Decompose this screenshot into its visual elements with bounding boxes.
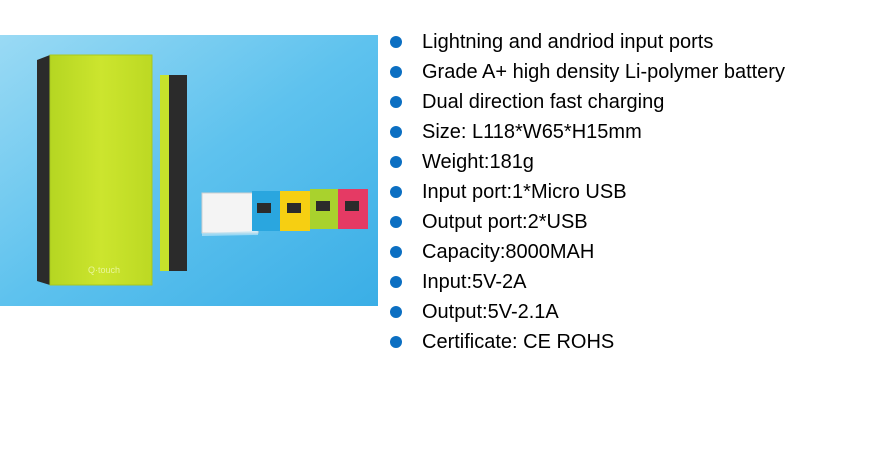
spec-item-input-ports: Lightning and andriod input ports: [390, 27, 785, 57]
spec-text: Size: L118*W65*H15mm: [422, 121, 642, 143]
spec-item-certificate: Certificate: CE ROHS: [390, 327, 785, 357]
product-image: Q·touch: [0, 35, 378, 306]
bullet-icon: [390, 246, 402, 258]
spec-text: Capacity:8000MAH: [422, 241, 595, 263]
bullet-icon: [390, 66, 402, 78]
spec-item-charging: Dual direction fast charging: [390, 87, 785, 117]
spec-text: Output port:2*USB: [422, 211, 588, 233]
power-bank-front: Q·touch: [37, 54, 153, 286]
spec-text: Certificate: CE ROHS: [422, 331, 615, 353]
spec-text: Grade A+ high density Li-polymer battery: [422, 61, 785, 83]
spec-item-capacity: Capacity:8000MAH: [390, 237, 785, 267]
spec-item-output-port: Output port:2*USB: [390, 207, 785, 237]
spec-text: Input port:1*Micro USB: [422, 181, 627, 203]
color-variants: [201, 189, 368, 236]
spec-text: Input:5V-2A: [422, 271, 527, 293]
power-bank-illustration: Q·touch: [0, 35, 378, 306]
bullet-icon: [390, 336, 402, 348]
spec-item-size: Size: L118*W65*H15mm: [390, 117, 785, 147]
bullet-icon: [390, 306, 402, 318]
spec-list: Lightning and andriod input ports Grade …: [390, 27, 785, 357]
bullet-icon: [390, 36, 402, 48]
bullet-icon: [390, 186, 402, 198]
spec-item-output: Output:5V-2.1A: [390, 297, 785, 327]
bullet-icon: [390, 216, 402, 228]
spec-item-battery: Grade A+ high density Li-polymer battery: [390, 57, 785, 87]
brand-logo: Q·touch: [88, 265, 120, 275]
bullet-icon: [390, 96, 402, 108]
spec-item-input-port: Input port:1*Micro USB: [390, 177, 785, 207]
spec-item-input: Input:5V-2A: [390, 267, 785, 297]
spec-text: Dual direction fast charging: [422, 91, 665, 113]
spec-text: Lightning and andriod input ports: [422, 31, 714, 53]
spec-text: Weight:181g: [422, 151, 534, 173]
bullet-icon: [390, 126, 402, 138]
spec-item-weight: Weight:181g: [390, 147, 785, 177]
bullet-icon: [390, 156, 402, 168]
power-bank-side: [160, 75, 187, 271]
bullet-icon: [390, 276, 402, 288]
spec-text: Output:5V-2.1A: [422, 301, 559, 323]
